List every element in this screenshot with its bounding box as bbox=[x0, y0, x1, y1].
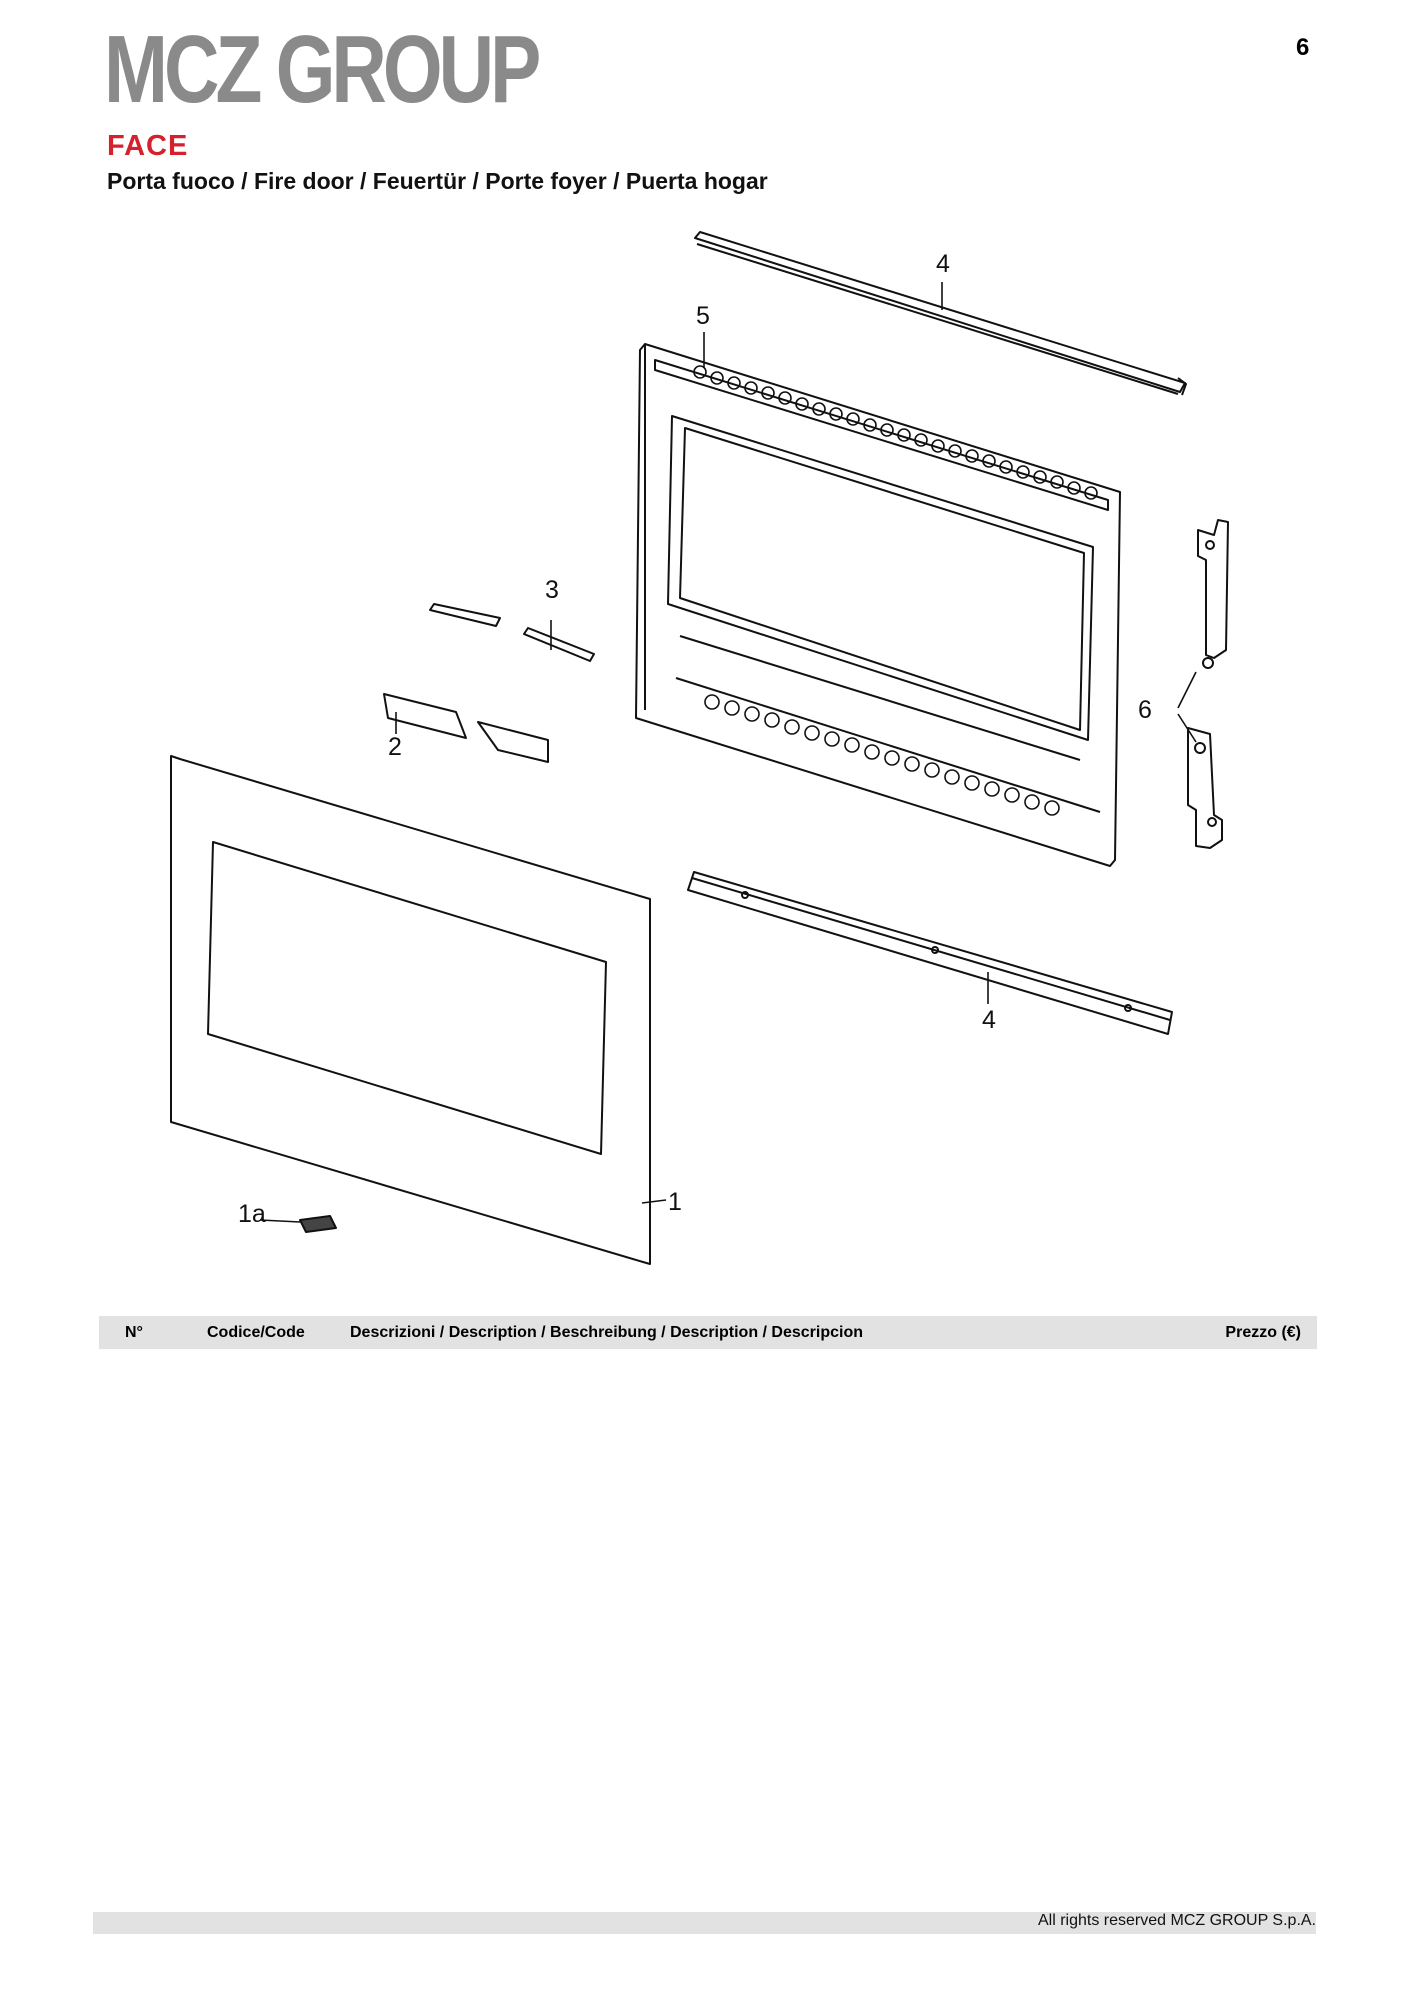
seal-rod-part bbox=[429, 603, 595, 662]
parts-table-header: N° Codice/Code Descrizioni / Description… bbox=[99, 1316, 1317, 1349]
section-subtitle: Porta fuoco / Fire door / Feuertür / Por… bbox=[107, 168, 768, 194]
column-price: Prezzo (€) bbox=[1225, 1324, 1301, 1341]
callout-3: 3 bbox=[545, 576, 559, 604]
door-frame-part bbox=[635, 343, 1121, 867]
column-description: Descrizioni / Description / Beschreibung… bbox=[350, 1324, 864, 1341]
label-plate-part bbox=[299, 1215, 337, 1233]
frame-holes-top bbox=[693, 365, 1098, 500]
callout-1a: 1a bbox=[238, 1200, 266, 1228]
callout-2: 2 bbox=[388, 733, 402, 761]
callout-1: 1 bbox=[668, 1188, 682, 1216]
callout-4-bottom: 4 bbox=[982, 1006, 996, 1034]
hinge-lower-part bbox=[1187, 727, 1223, 849]
model-title: FACE bbox=[107, 130, 189, 162]
callout-6: 6 bbox=[1138, 696, 1152, 724]
callout-labels: 4 5 3 2 6 4 1 1a bbox=[238, 250, 1152, 1228]
callout-4-top: 4 bbox=[936, 250, 950, 278]
column-number: N° bbox=[125, 1324, 143, 1341]
footer-bar bbox=[93, 1912, 1316, 1934]
frame-holes-bottom bbox=[704, 694, 1060, 816]
callout-5: 5 bbox=[696, 302, 710, 330]
copyright-notice: All rights reserved MCZ GROUP S.p.A. bbox=[1038, 1912, 1316, 1929]
brand-logo: MCZ GROUP bbox=[104, 16, 541, 123]
bottom-profile-part bbox=[687, 871, 1173, 1035]
page-number: 6 bbox=[1296, 34, 1310, 61]
glass-panel-part bbox=[170, 755, 651, 1265]
glass-clip-part bbox=[383, 693, 549, 763]
top-profile-part bbox=[694, 231, 1187, 396]
hinge-upper-part bbox=[1197, 519, 1229, 669]
column-code: Codice/Code bbox=[207, 1324, 305, 1341]
